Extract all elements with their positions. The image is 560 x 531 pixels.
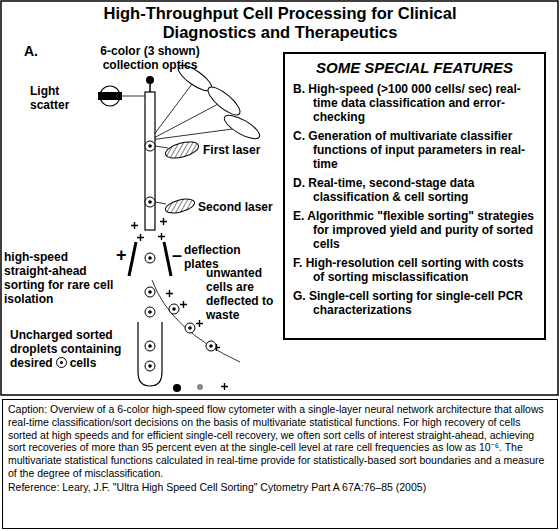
- feature-item: C. Generation of multivariate classifier…: [293, 129, 536, 171]
- caption-text: Caption: Overview of a 6-color high-spee…: [8, 403, 552, 480]
- feature-item: F. High-resolution cell sorting with cos…: [293, 256, 536, 284]
- scatter-label: Light scatter: [30, 84, 88, 112]
- caption-box: Caption: Overview of a 6-color high-spee…: [2, 399, 558, 529]
- title: High-Throughput Cell Processing for Clin…: [70, 4, 490, 42]
- charge-sign: –: [172, 246, 184, 264]
- cells-text: cells: [70, 356, 97, 370]
- sorted-droplets: [145, 253, 155, 317]
- lasers: [155, 139, 200, 216]
- features-box: SOME SPECIAL FEATURES B. High-speed (>100…: [283, 52, 546, 340]
- laser-label: First laser: [203, 143, 279, 157]
- optics-label: 6-color (3 shown) collection optics: [86, 44, 214, 72]
- feature-item: G. Single-cell sorting for single-cell P…: [293, 289, 536, 317]
- feature-item: D. Real-time, second-stage data classifi…: [293, 176, 536, 204]
- deflection-plates: [129, 242, 171, 276]
- sort-label: high-speed straight-ahead sorting for ra…: [4, 250, 116, 306]
- laser-label: Second laser: [198, 200, 278, 214]
- flow-nozzle: [145, 76, 155, 230]
- feature-item: B. High-speed (>100 000 cells/ sec) real…: [293, 82, 536, 124]
- droplet-symbol: [56, 357, 67, 368]
- reference-text: Reference: Leary, J.F. "Ultra High Speed…: [8, 481, 552, 494]
- collection-tube: [138, 322, 228, 392]
- charge-sign: +: [116, 246, 130, 264]
- light-scatter-detector: [98, 86, 145, 106]
- features-heading: SOME SPECIAL FEATURES: [293, 59, 536, 77]
- droplets-text: Uncharged sorted droplets containing des…: [10, 328, 121, 370]
- figure-frame: [1, 1, 558, 395]
- panel-letter: A.: [24, 44, 54, 58]
- collection-optics: [150, 61, 263, 143]
- feature-item: E. Algorithmic "flexible sorting" strate…: [293, 209, 536, 251]
- waste-label: unwanted cells are deflected to waste: [206, 266, 282, 322]
- droplets-label: Uncharged sorted droplets containing des…: [10, 328, 134, 370]
